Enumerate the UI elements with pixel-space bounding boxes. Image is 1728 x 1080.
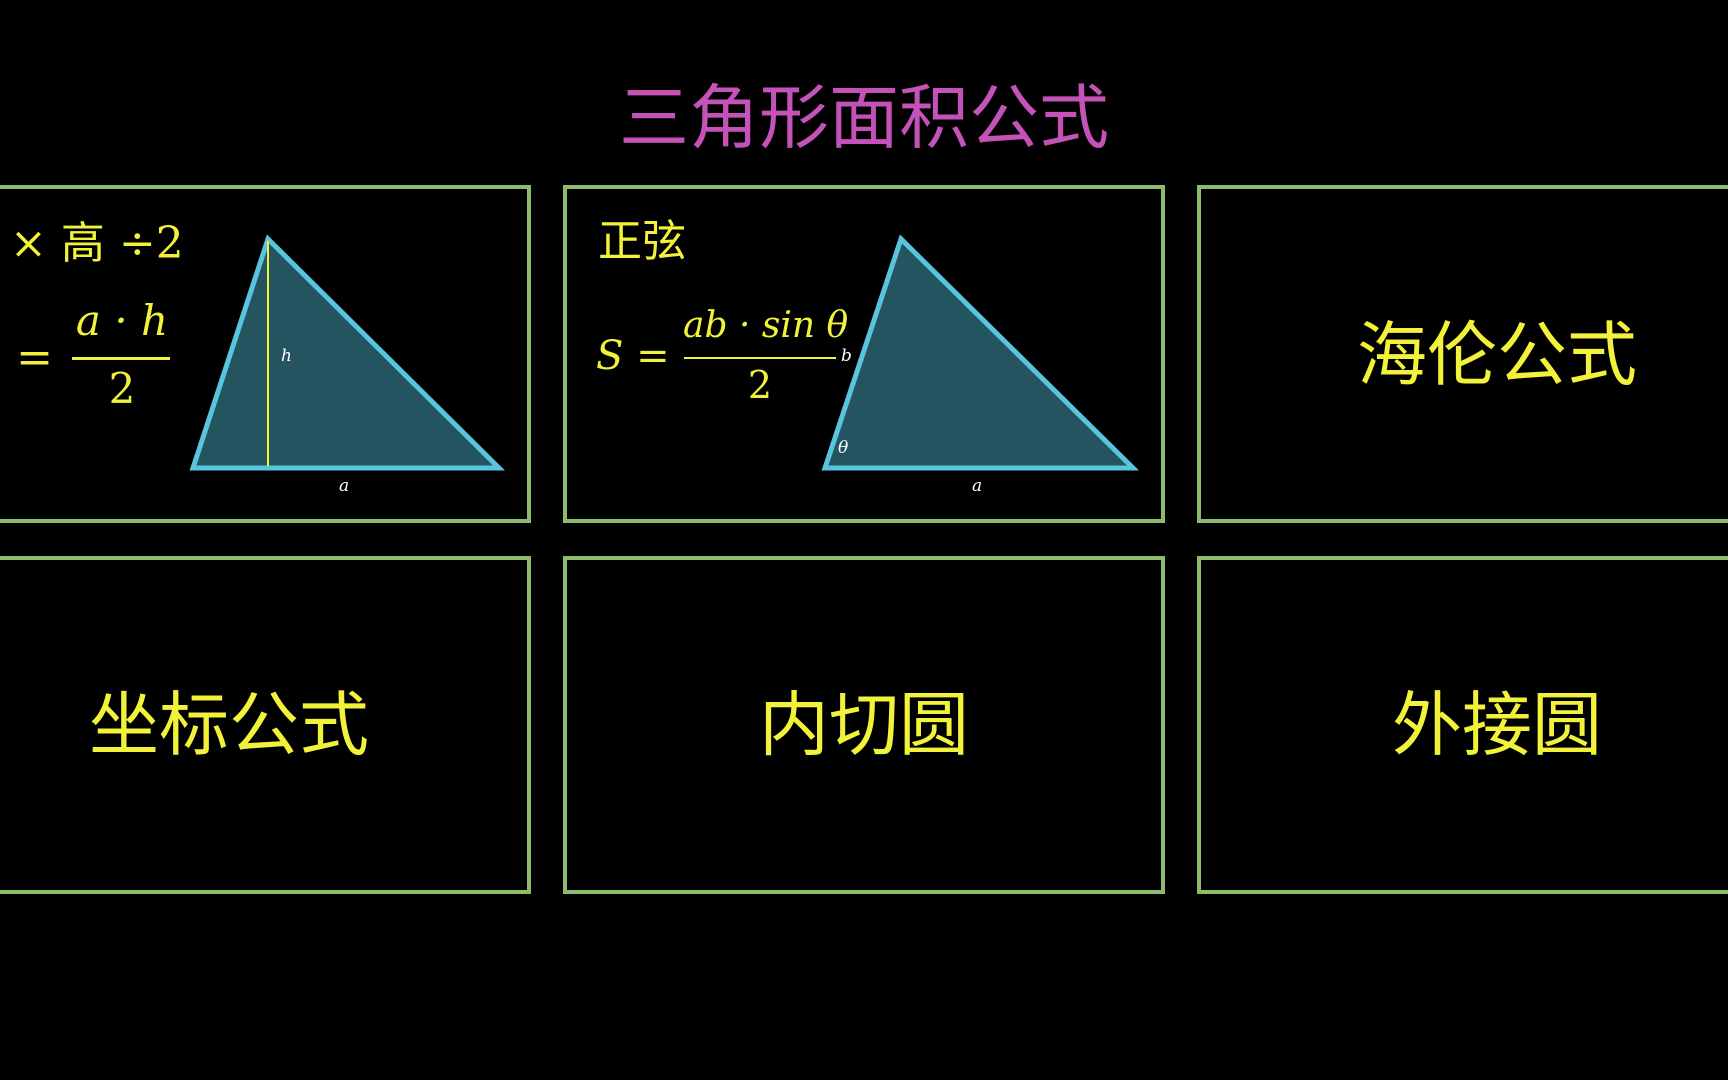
formula-lhs: S = — [596, 333, 670, 379]
card-coordinate-heading: 坐标公式 — [89, 684, 369, 766]
page-title: 三角形面积公式 — [619, 77, 1109, 159]
card-sine-heading: 正弦 — [598, 216, 686, 267]
angle-theta-label: θ — [838, 438, 848, 458]
formula-denominator: 2 — [108, 364, 136, 413]
card-incircle[interactable] — [563, 556, 1165, 894]
formula-lhs: S = — [0, 332, 53, 383]
height-label: h — [281, 346, 292, 366]
card-circumcircle[interactable] — [1197, 556, 1728, 894]
card-base-height-heading: 底 × 高 ÷2 — [0, 218, 184, 269]
formula-numerator: ab · sin θ — [683, 305, 849, 346]
triangle-2 — [821, 234, 1140, 471]
side-b-label: b — [841, 346, 852, 366]
card-heron-heading: 海伦公式 — [1357, 314, 1637, 396]
card-sine[interactable] — [563, 185, 1165, 523]
card-coordinate[interactable] — [0, 556, 531, 894]
fraction-bar — [684, 357, 836, 359]
base-label-1: a — [339, 476, 349, 496]
base-label-2: a — [972, 476, 982, 496]
triangle-1 — [189, 234, 506, 471]
formula-numerator: a · h — [75, 296, 169, 345]
card-incircle-heading: 内切圆 — [759, 684, 969, 766]
card-heron[interactable] — [1197, 185, 1728, 523]
card-base-height[interactable] — [0, 185, 531, 523]
card-circumcircle-heading: 外接圆 — [1392, 684, 1602, 766]
fraction-bar — [72, 357, 170, 360]
formula-denominator: 2 — [747, 363, 773, 407]
